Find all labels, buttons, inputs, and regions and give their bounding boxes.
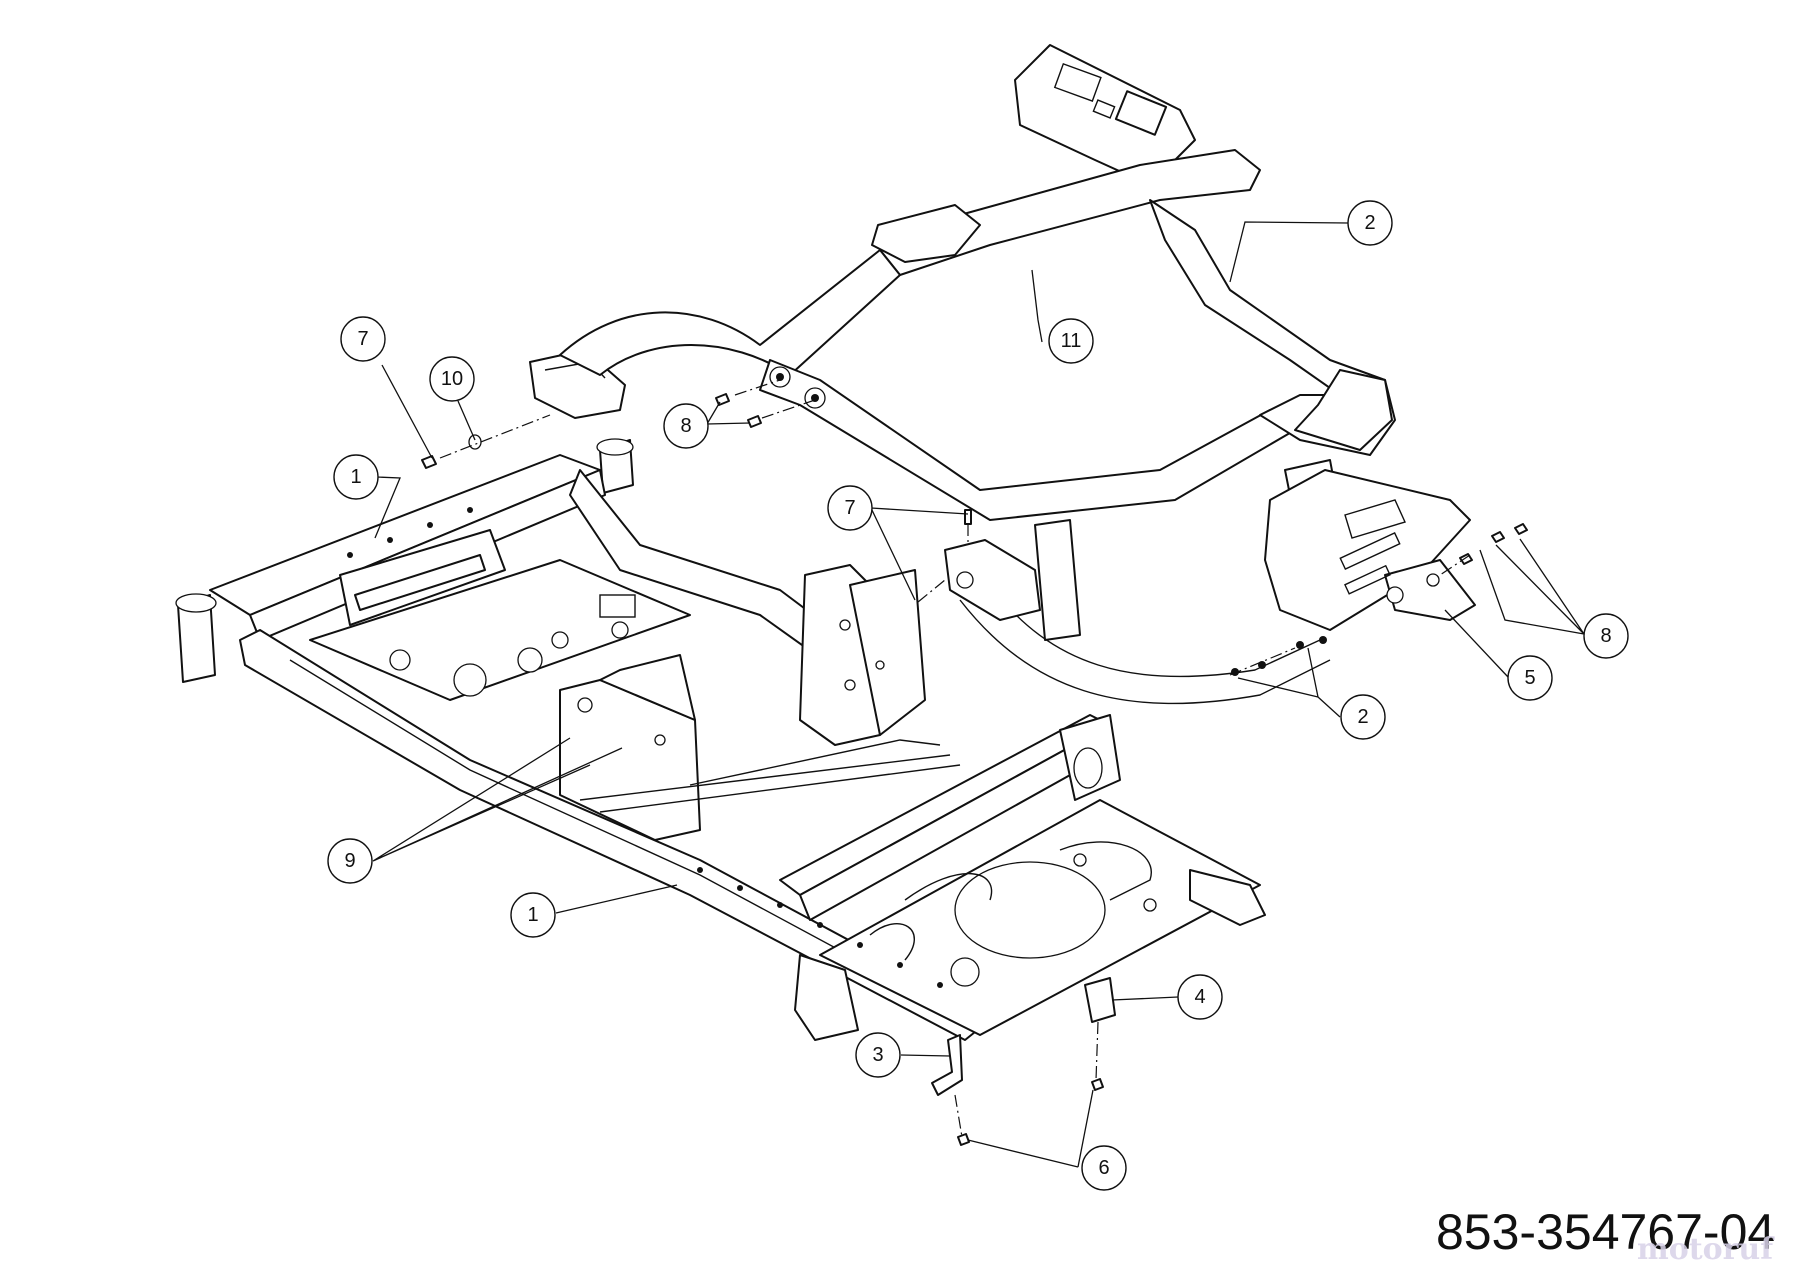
callout-1-bottom: 1 — [510, 892, 556, 938]
svg-text:9: 9 — [344, 850, 355, 872]
svg-text:8: 8 — [1600, 625, 1611, 647]
callout-4: 4 — [1177, 974, 1223, 1020]
callout-7-mid: 7 — [827, 485, 873, 531]
svg-text:2: 2 — [1364, 212, 1375, 234]
svg-text:10: 10 — [441, 368, 463, 390]
callout-9: 9 — [327, 838, 373, 884]
svg-text:7: 7 — [844, 497, 855, 519]
svg-text:1: 1 — [527, 904, 538, 926]
roll-bar-frame — [529, 44, 1528, 705]
callout-5: 5 — [1507, 655, 1553, 701]
callout-2-bottom: 2 — [1340, 694, 1386, 740]
svg-text:8: 8 — [680, 415, 691, 437]
callout-10: 10 — [429, 356, 475, 402]
callout-3: 3 — [855, 1032, 901, 1078]
svg-text:6: 6 — [1098, 1157, 1109, 1179]
callout-8-right: 8 — [1583, 613, 1629, 659]
svg-text:2: 2 — [1357, 706, 1368, 728]
callout-7-left: 7 — [340, 316, 386, 362]
svg-text:5: 5 — [1524, 667, 1535, 689]
callout-1-top: 1 — [333, 454, 379, 500]
svg-text:1: 1 — [350, 466, 361, 488]
callout-11: 11 — [1048, 318, 1094, 364]
svg-text:11: 11 — [1061, 330, 1082, 352]
svg-text:7: 7 — [357, 328, 368, 350]
leader-lines — [372, 221, 1585, 1168]
callout-2-top: 2 — [1347, 200, 1393, 246]
callout-6: 6 — [1081, 1145, 1127, 1191]
callout-8-left: 8 — [663, 403, 709, 449]
svg-text:3: 3 — [872, 1044, 883, 1066]
diagram-part-number: 853-354767-04 — [1436, 1204, 1776, 1260]
assembly-lines — [439, 379, 1471, 1138]
svg-text:4: 4 — [1194, 986, 1205, 1008]
watermark-logo: motoruf — [1637, 1232, 1774, 1267]
chassis-frame — [175, 434, 1266, 1146]
